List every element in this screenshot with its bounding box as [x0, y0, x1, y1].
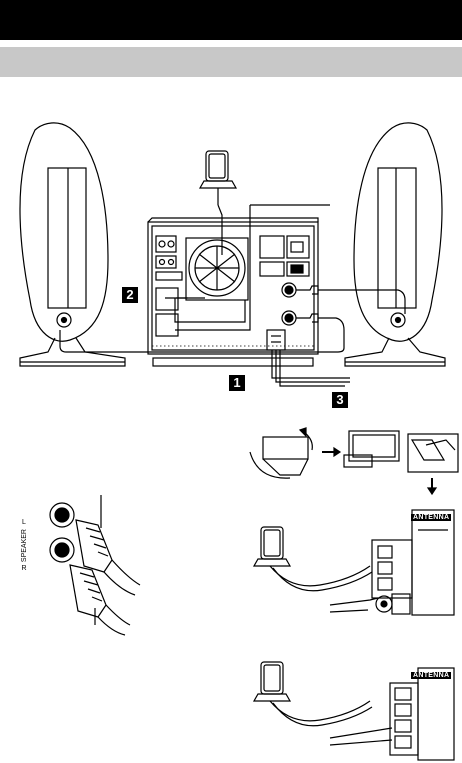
speaker-right-label: R [17, 564, 31, 573]
left-speaker [20, 123, 125, 366]
fm-wire [272, 350, 350, 386]
antenna-label-2: ANTENNA [411, 672, 451, 679]
right-speaker [345, 123, 445, 366]
speaker-cables [60, 205, 405, 352]
speaker-word-label: SPEAKER [20, 529, 29, 562]
antenna-connection-1 [254, 510, 454, 615]
callout-2: 2 [122, 287, 138, 303]
antenna-label-1: ANTENNA [411, 514, 451, 521]
speaker-left-label: L [17, 518, 31, 527]
main-unit-rear [148, 218, 318, 366]
antenna-assembly-steps [250, 428, 458, 494]
speaker-plug-illustration [50, 495, 140, 635]
callout-3: 3 [332, 392, 348, 408]
speaker-jack-label: L SPEAKER R [17, 518, 31, 573]
loop-antenna-top [200, 151, 236, 255]
callout-1: 1 [229, 375, 245, 391]
